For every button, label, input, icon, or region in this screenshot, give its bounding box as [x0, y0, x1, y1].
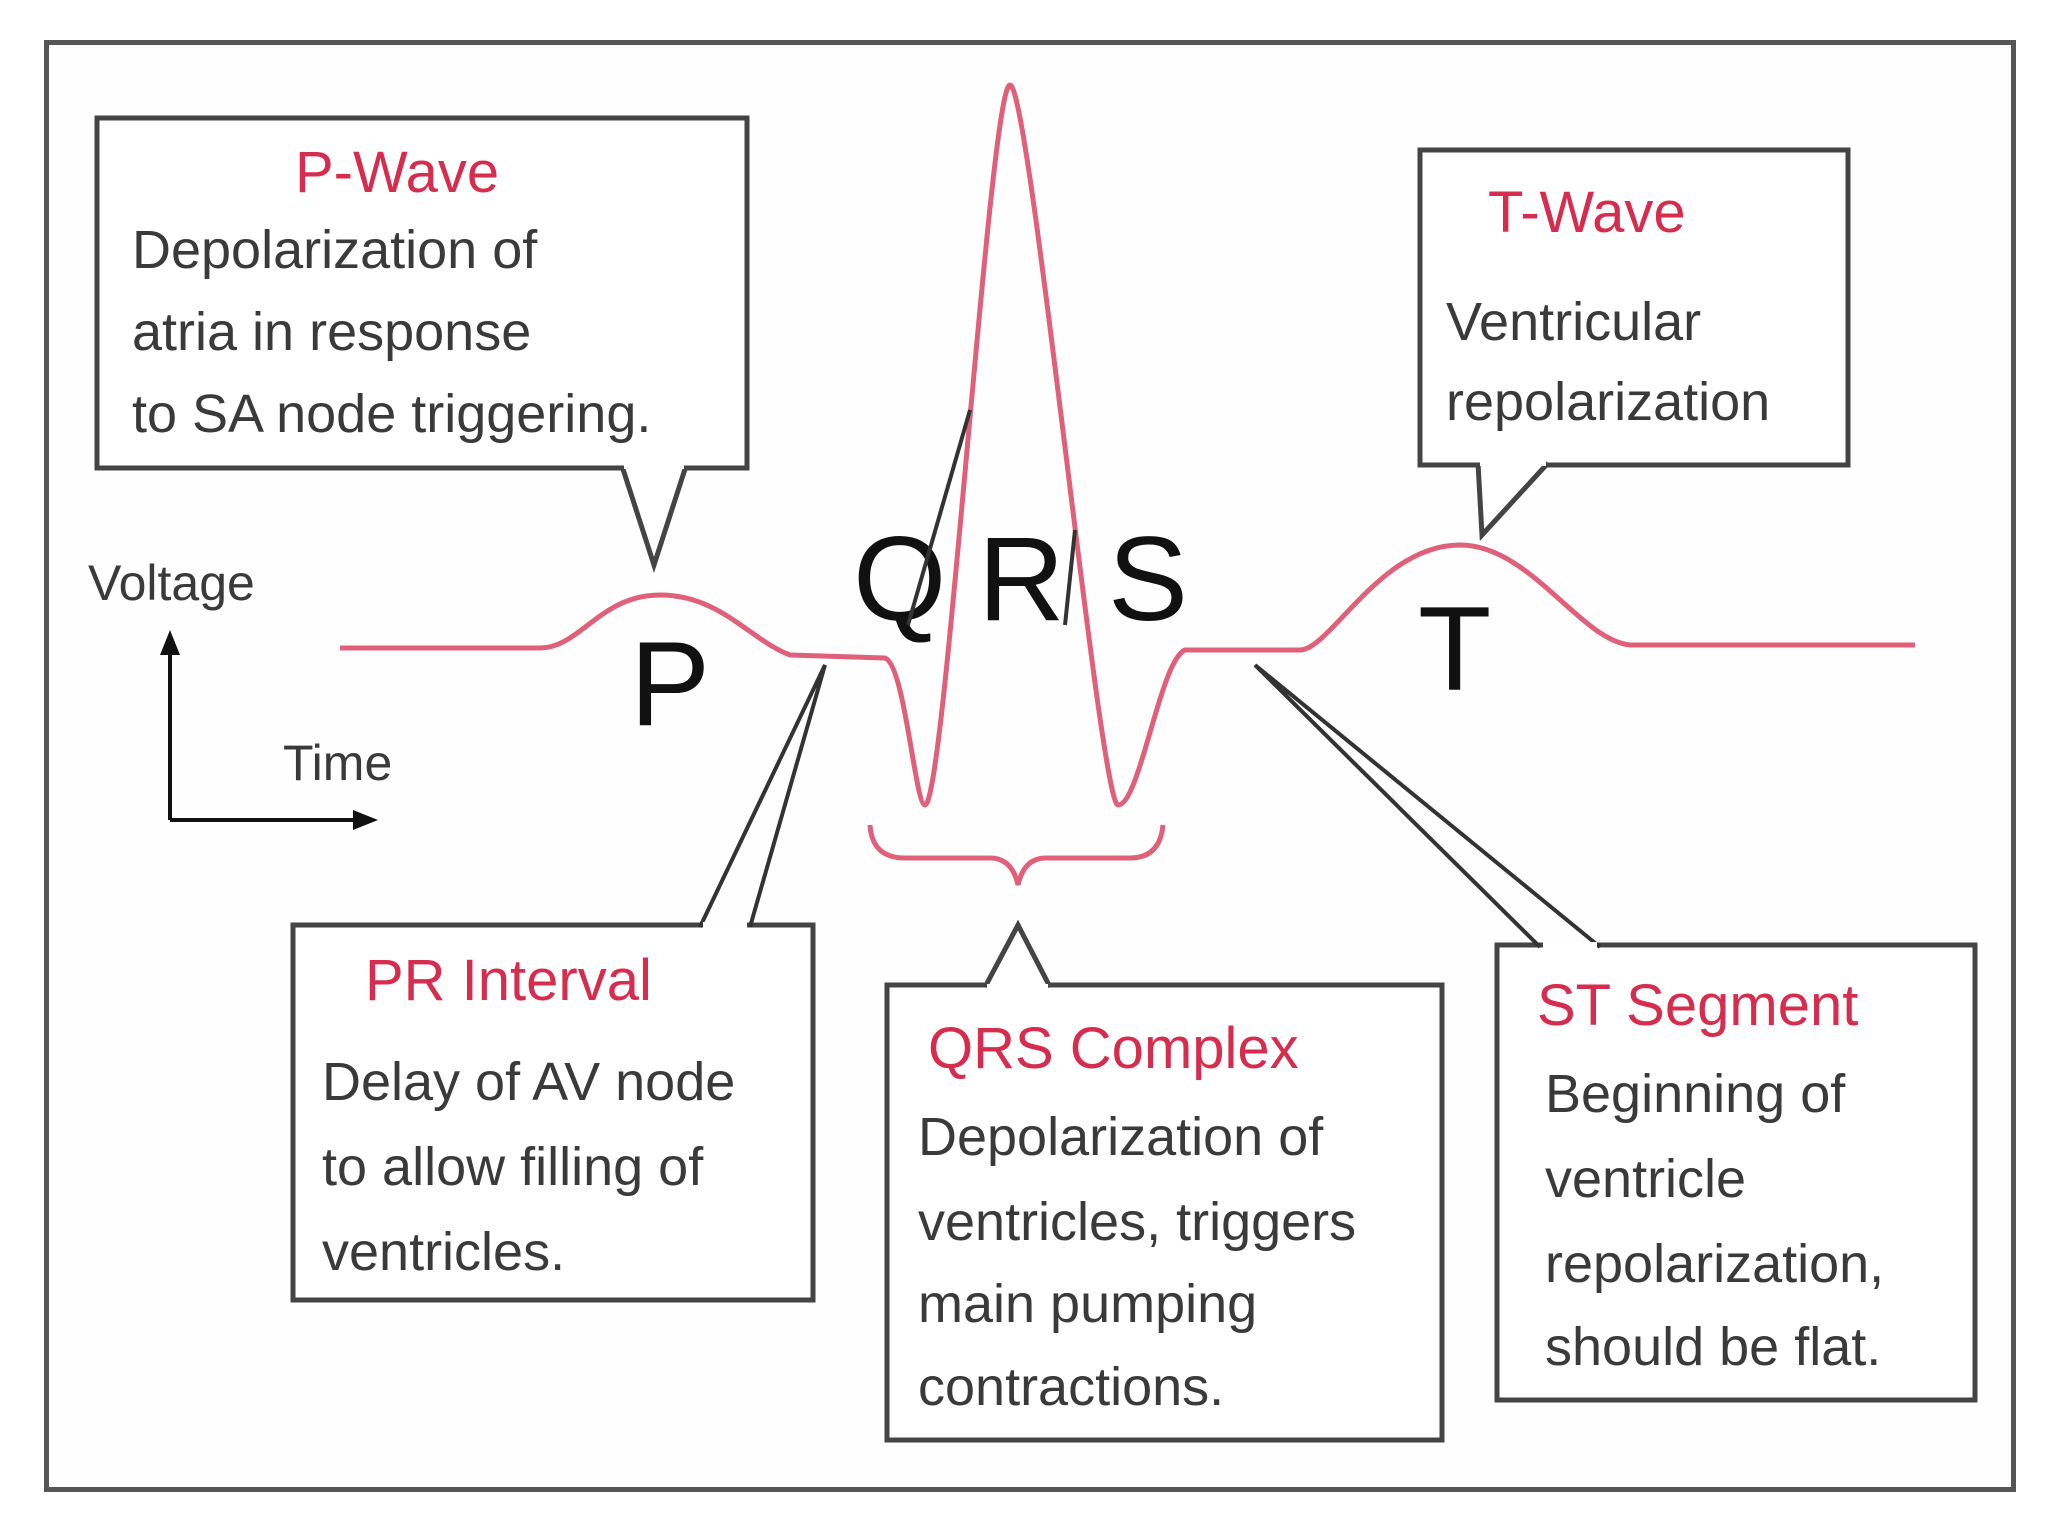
pr-interval-line-1: Delay of AV node — [322, 1052, 735, 1112]
st-segment-line-1: Beginning of — [1545, 1064, 1846, 1124]
pr-interval-line-2: to allow filling of — [322, 1137, 704, 1197]
pr-interval-title: PR Interval — [365, 948, 652, 1013]
t-letter: T — [1418, 582, 1491, 716]
pr-interval-callout: PR Interval Delay of AV node to allow fi… — [290, 664, 827, 1303]
qrs-complex-line-4: contractions. — [918, 1357, 1224, 1417]
rs-divider — [1063, 529, 1077, 626]
ecg-trace — [340, 82, 1915, 808]
t-wave-title: T-Wave — [1488, 180, 1686, 245]
t-wave-line-2: repolarization — [1446, 372, 1770, 432]
pr-interval-line-3: ventricles. — [322, 1222, 565, 1282]
p-wave-title: P-Wave — [295, 140, 499, 205]
qrs-complex-line-1: Depolarization of — [918, 1107, 1324, 1167]
st-segment-line-2: ventricle — [1545, 1149, 1746, 1209]
qr-divider — [906, 409, 972, 626]
st-segment-callout: ST Segment Beginning of ventricle repola… — [1253, 663, 1978, 1403]
q-letter: Q — [853, 512, 946, 646]
axis-indicator — [160, 630, 378, 830]
time-axis-label: Time — [283, 735, 392, 791]
st-segment-line-3: repolarization, — [1545, 1234, 1884, 1294]
r-letter: R — [978, 512, 1065, 646]
qrs-complex-title: QRS Complex — [928, 1016, 1299, 1081]
qrs-complex-callout: QRS Complex Depolarization of ventricles… — [884, 919, 1445, 1443]
st-segment-line-4: should be flat. — [1545, 1317, 1881, 1377]
p-wave-line-1: Depolarization of — [132, 220, 538, 280]
st-segment-title: ST Segment — [1537, 973, 1858, 1038]
t-wave-callout: T-Wave Ventricular repolarization — [1417, 147, 1851, 542]
qrs-complex-line-2: ventricles, triggers — [918, 1192, 1356, 1252]
voltage-axis-label: Voltage — [88, 555, 255, 611]
qrs-complex-line-3: main pumping — [918, 1274, 1257, 1334]
p-wave-callout: P-Wave Depolarization of atria in respon… — [94, 115, 750, 574]
p-wave-line-3: to SA node triggering. — [132, 384, 651, 444]
t-wave-line-1: Ventricular — [1446, 292, 1701, 352]
s-letter: S — [1108, 512, 1188, 646]
qrs-brace — [867, 824, 1166, 886]
p-wave-line-2: atria in response — [132, 302, 531, 362]
p-letter: P — [630, 617, 710, 751]
